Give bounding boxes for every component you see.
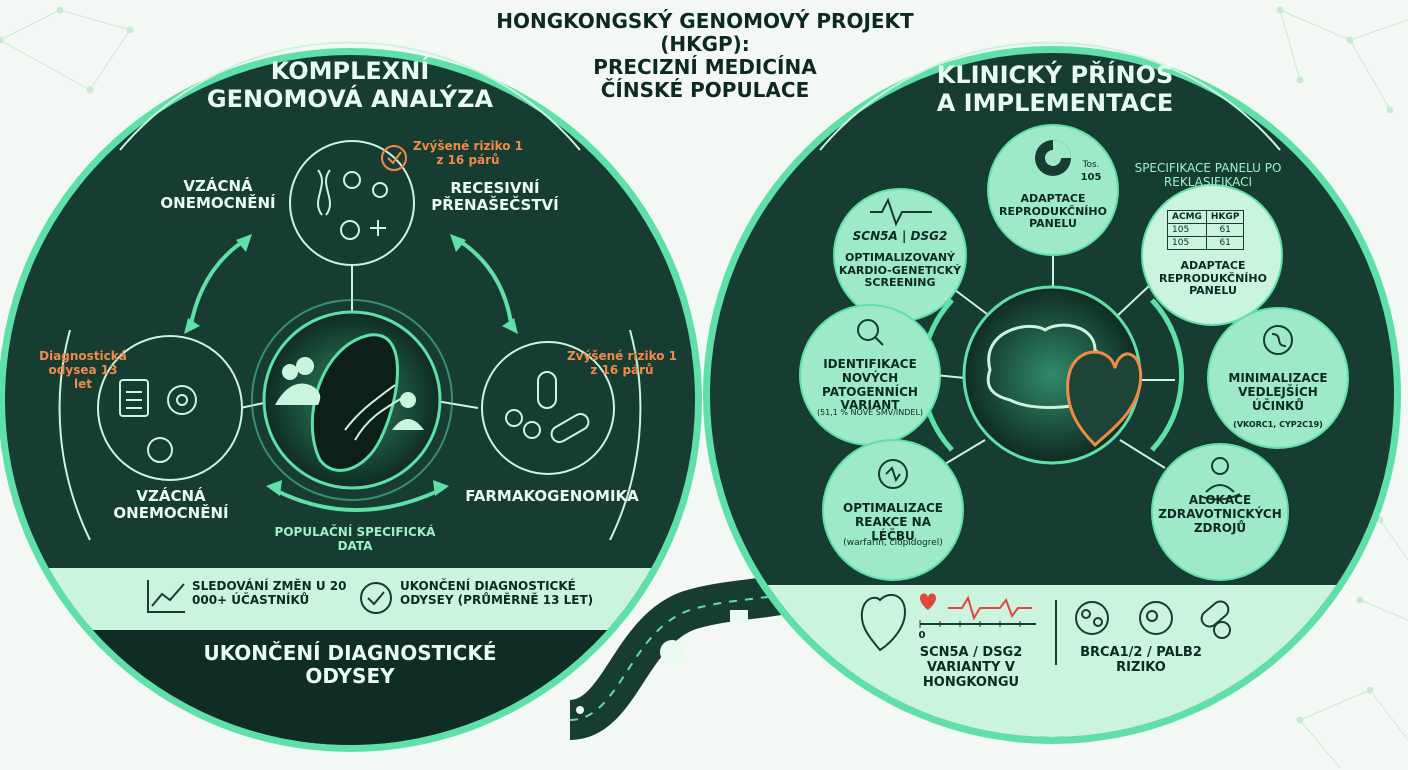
label-population-data: POPULAČNÍ SPECIFICKÁ DATA: [274, 525, 436, 553]
odyssey-note: Diagnostická odysea 13 let: [39, 349, 127, 391]
node-top-label: ADAPTACE REPRODUKČNÍHO PANELU: [999, 192, 1107, 231]
left-panel: [0, 41, 702, 752]
table-row: 105 61: [1167, 223, 1245, 237]
left-title-line-2: GENOMOVÁ ANALÝZA: [206, 84, 494, 113]
left-footer: UKONČENÍ DIAGNOSTICKÉ ODYSEY: [203, 641, 497, 688]
main-title-line-2: (HKGP):: [660, 32, 750, 56]
node-right-top-label: ADAPTACE REPRODUKČNÍHO PANELU: [1159, 259, 1267, 298]
pulse-icon: [870, 197, 932, 227]
node-cardio-label: OPTIMALIZOVANÝ KARDIO-GENETICKÝ SCREENIN…: [838, 251, 962, 290]
table-cell: 61: [1205, 236, 1245, 250]
check-icon: [381, 145, 407, 171]
node-side-effects: [1207, 307, 1349, 449]
node-side-effects-label: MINIMALIZACE VEDLEJŠÍCH ÚČINKŮ: [1228, 371, 1328, 413]
node-variant-small: (51,1 % NOVÉ SMV/INDEL): [816, 408, 924, 417]
donut-chart-icon: [1035, 140, 1071, 176]
label-pharmacogenomics: FARMAKOGENOMIKA: [465, 487, 639, 505]
main-title-line-1: HONGKONGSKÝ GENOMOVÝ PROJEKT: [496, 9, 914, 33]
table-cell: 105: [1167, 236, 1207, 250]
band-scn5a-label: SCN5A / DSG2 VARIANTY V HONGKONGU: [919, 645, 1023, 690]
right-title-line-2: A IMPLEMENTACE: [936, 88, 1174, 117]
table-cell: 105: [1167, 223, 1207, 237]
node-treatment-small: (warfarin, clopidogrel): [843, 538, 943, 548]
heart-rate-icon: [920, 593, 936, 610]
ecg-line: [948, 595, 1032, 621]
cells-icon: [1075, 600, 1231, 639]
node-variant-label: IDENTIFIKACE NOVÝCH PATOGENNÍCH VARIANT: [822, 357, 918, 413]
spec-title: SPECIFIKACE PANELU PO REKLASIFIKACI: [1134, 161, 1282, 189]
node-recessive: [289, 140, 415, 266]
clipboard-gear-icon: [119, 379, 197, 463]
label-rare-disease-bottom: VZÁCNÁ ONEMOCNĚNÍ: [113, 487, 229, 523]
main-title-line-3: PRECIZNÍ MEDICÍNA: [593, 55, 817, 79]
main-title-line-4: ČÍNSKÉ POPULACE: [600, 78, 810, 102]
left-title-line-1: KOMPLEXNÍ: [270, 57, 430, 85]
band-item-tracking: SLEDOVÁNÍ ZMĚN U 20 000+ ÚČASTNÍKŮ: [192, 579, 347, 607]
node-treatment: [822, 439, 964, 581]
node-reproductive-top: [987, 124, 1119, 256]
database-icon: [660, 640, 684, 664]
table-header: HKGP: [1205, 210, 1245, 224]
left-stats-band: [5, 568, 695, 630]
band-zero-label: 0: [918, 630, 926, 641]
bar-chart-icon: [730, 610, 748, 622]
right-title: KLINICKÝ PŘÍNOS A IMPLEMENTACE: [880, 61, 1230, 117]
magnifier-icon: [857, 319, 884, 346]
node-cardio-genes: SCN5A | DSG2: [852, 229, 948, 243]
people-icon: [275, 357, 424, 430]
gear-pulse-icon: [878, 459, 908, 489]
node-side-effects-small: (VKORC1, CYP2C19): [1233, 420, 1323, 429]
gut-icon: [1263, 325, 1293, 355]
band-brca-label: BRCA1/2 / PALB2 RIZIKO: [1080, 645, 1202, 675]
connector-road: [567, 570, 807, 740]
family-dna-icon: [317, 169, 388, 240]
label-recessive: RECESIVNÍ PŘENAŠEČSTVÍ: [431, 179, 559, 215]
node-treatment-label: OPTIMALIZACE REAKCE NA LÉČBU: [843, 501, 943, 543]
node-allocation-label: ALOKACE ZDRAVOTNICKÝCH ZDROJŮ: [1158, 493, 1282, 535]
node-allocation: [1151, 443, 1289, 581]
risk-note-right: Zvýšené riziko 1 z 16 párů: [566, 349, 678, 377]
table-row: 105 61: [1167, 236, 1245, 250]
right-title-line-1: KLINICKÝ PŘÍNOS: [936, 61, 1174, 89]
refresh-check-icon: [360, 582, 392, 614]
heart-icon: [1066, 350, 1143, 448]
doctor-hand-icon: [1199, 457, 1241, 501]
node-top-small-1: Tos.: [1082, 160, 1100, 170]
heart-organ-icon: [860, 593, 907, 652]
spec-table: ACMG HKGP 105 61 105 61: [1167, 210, 1245, 250]
molecule-icon: [576, 706, 584, 714]
table-cell: 61: [1205, 223, 1245, 237]
node-top-small-2: 105: [1080, 172, 1102, 183]
pills-icon: [505, 371, 590, 443]
label-rare-disease-top: VZÁCNÁ ONEMOCNĚNÍ: [160, 177, 276, 213]
main-title: HONGKONGSKÝ GENOMOVÝ PROJEKT (HKGP): PRE…: [470, 10, 940, 102]
right-panel: [703, 41, 1401, 744]
node-spec: [1141, 184, 1283, 326]
risk-note-top: Zvýšené riziko 1 z 16 párů: [412, 139, 524, 167]
left-title: KOMPLEXNÍ GENOMOVÁ ANALÝZA: [180, 57, 520, 113]
table-header: ACMG: [1167, 210, 1207, 224]
trend-chart-icon: [147, 580, 185, 613]
band-item-odyssey: UKONČENÍ DIAGNOSTICKÉ ODYSEY (PRŮMĚRNĚ 1…: [400, 579, 594, 607]
dna-icon: [344, 384, 403, 441]
